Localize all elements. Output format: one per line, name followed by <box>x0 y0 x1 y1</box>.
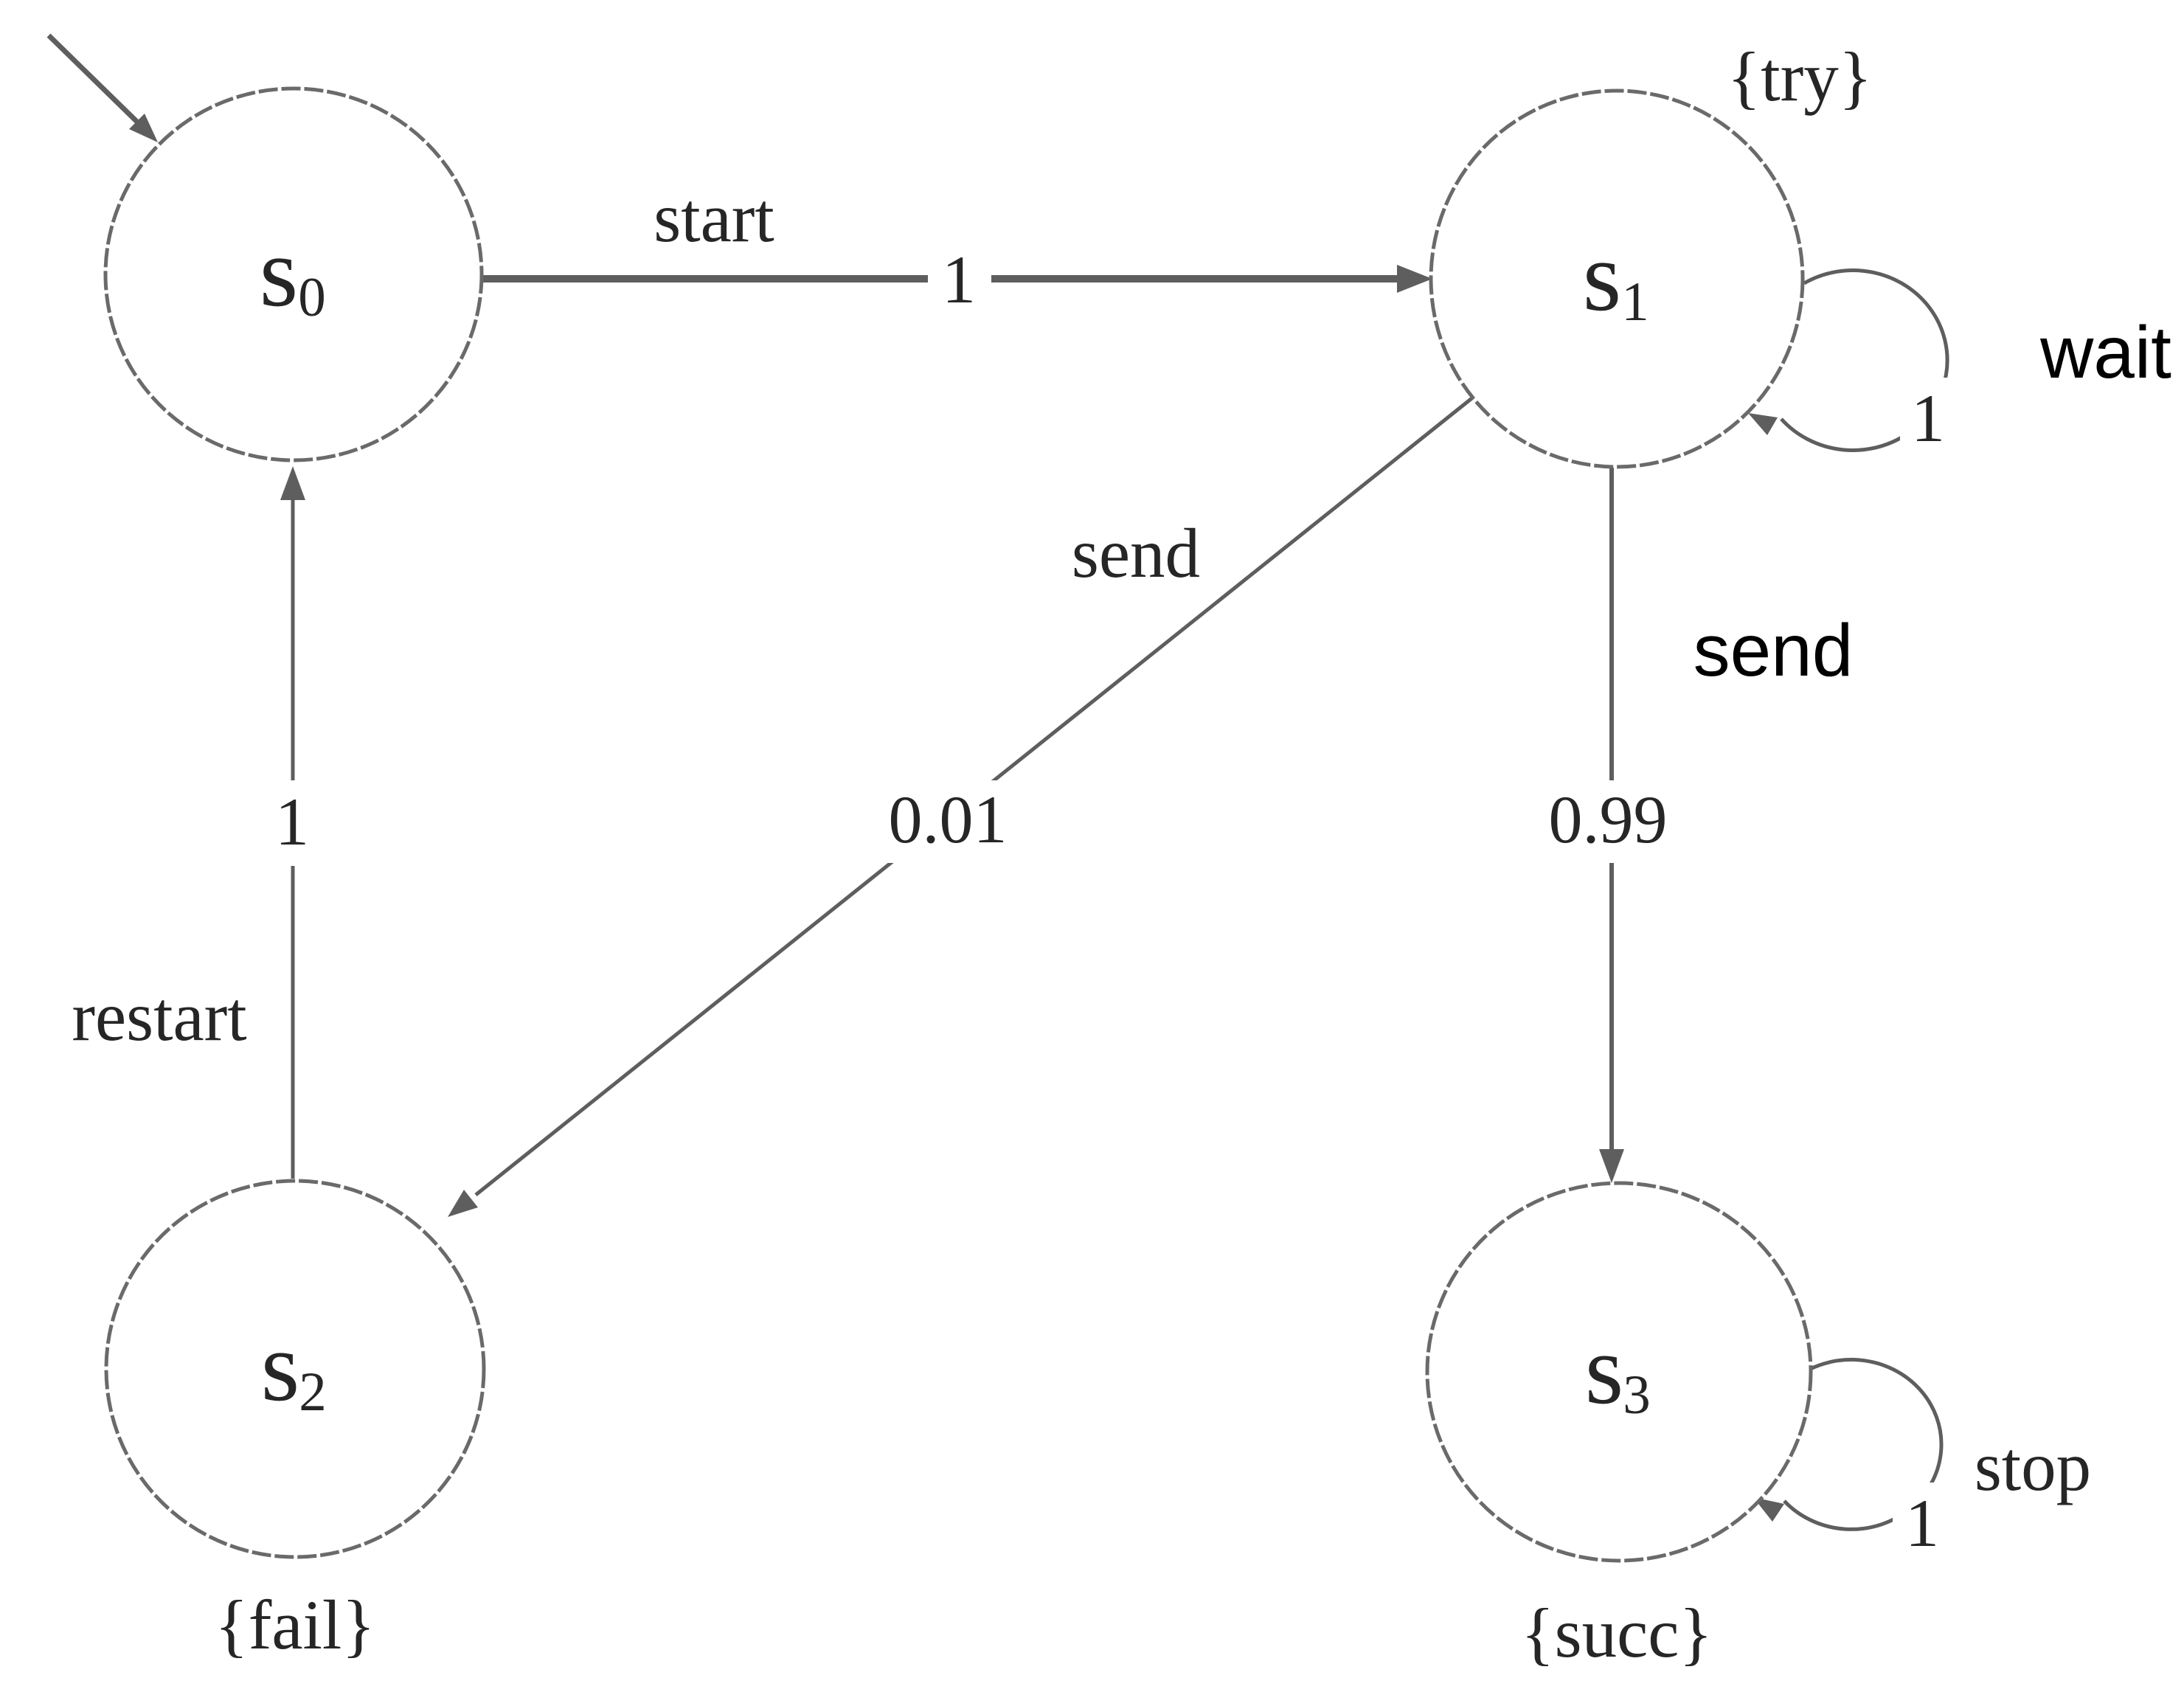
edge-stop-action-label: stop <box>1975 1427 2091 1505</box>
edge-wait-action-label: wait <box>2039 311 2171 394</box>
mask-send-fail-prob <box>873 780 1023 863</box>
edge-send-succ-arrowhead <box>1599 1149 1624 1183</box>
edge-start-arrowhead <box>1397 265 1432 293</box>
state-s0-subscript: 0 <box>298 267 326 328</box>
edge-wait-arrowhead <box>1748 413 1778 435</box>
mask-stop-prob <box>1893 1483 1950 1564</box>
mask-send-succ-prob <box>1533 780 1683 863</box>
state-s0-circle <box>103 86 484 462</box>
initial-arrow-line <box>46 33 148 133</box>
states-layer <box>103 86 1813 1563</box>
label-masks-layer <box>263 242 1956 1564</box>
edge-stop-loop <box>1783 1357 1944 1531</box>
edge-stop-probability: 1 <box>1905 1485 1939 1561</box>
initial-arrowhead <box>129 114 158 142</box>
edge-send-fail-arrowhead <box>448 1190 478 1217</box>
state-s1-props-label: {try} <box>1727 38 1873 116</box>
edge-wait-probability: 1 <box>1911 381 1945 456</box>
state-s1-subscript: 1 <box>1621 271 1649 333</box>
edge-send-fail-probability: 0.01 <box>889 782 1008 857</box>
edge-restart-probability: 1 <box>275 784 309 859</box>
state-s2-props-label: {fail} <box>215 1586 375 1664</box>
state-s3-subscript: 3 <box>1623 1365 1651 1426</box>
state-s2-subscript: 2 <box>299 1362 327 1423</box>
edge-send-succ-action-label: send <box>1694 609 1854 692</box>
edge-restart-action-label: restart <box>72 977 246 1055</box>
edge-start-action-label: start <box>654 178 774 257</box>
state-s1-label: s <box>1583 222 1622 332</box>
state-s1-circle <box>1429 89 1805 469</box>
mask-wait-prob <box>1900 378 1956 459</box>
state-s2-circle <box>104 1179 486 1559</box>
edge-stop-arrowhead <box>1753 1497 1784 1522</box>
mask-start-prob <box>928 242 991 319</box>
edge-wait-loop <box>1780 268 1949 452</box>
state-s3-props-label: {succ} <box>1521 1594 1713 1672</box>
state-s3-label: s <box>1585 1315 1624 1425</box>
mask-restart-prob <box>263 780 322 866</box>
edge-start-probability: 1 <box>942 242 976 317</box>
state-s0-label: s <box>260 218 299 327</box>
edge-send-fail-action-label: send <box>1072 514 1200 592</box>
edge-send-succ-probability: 0.99 <box>1549 782 1668 857</box>
state-s3-circle <box>1425 1181 1813 1563</box>
state-s2-label: s <box>261 1312 300 1422</box>
edge-restart-arrowhead <box>280 466 305 500</box>
labels-layer: s 0 s 1 s 2 s 3 {try} {fail} {succ} star… <box>72 38 2171 1672</box>
